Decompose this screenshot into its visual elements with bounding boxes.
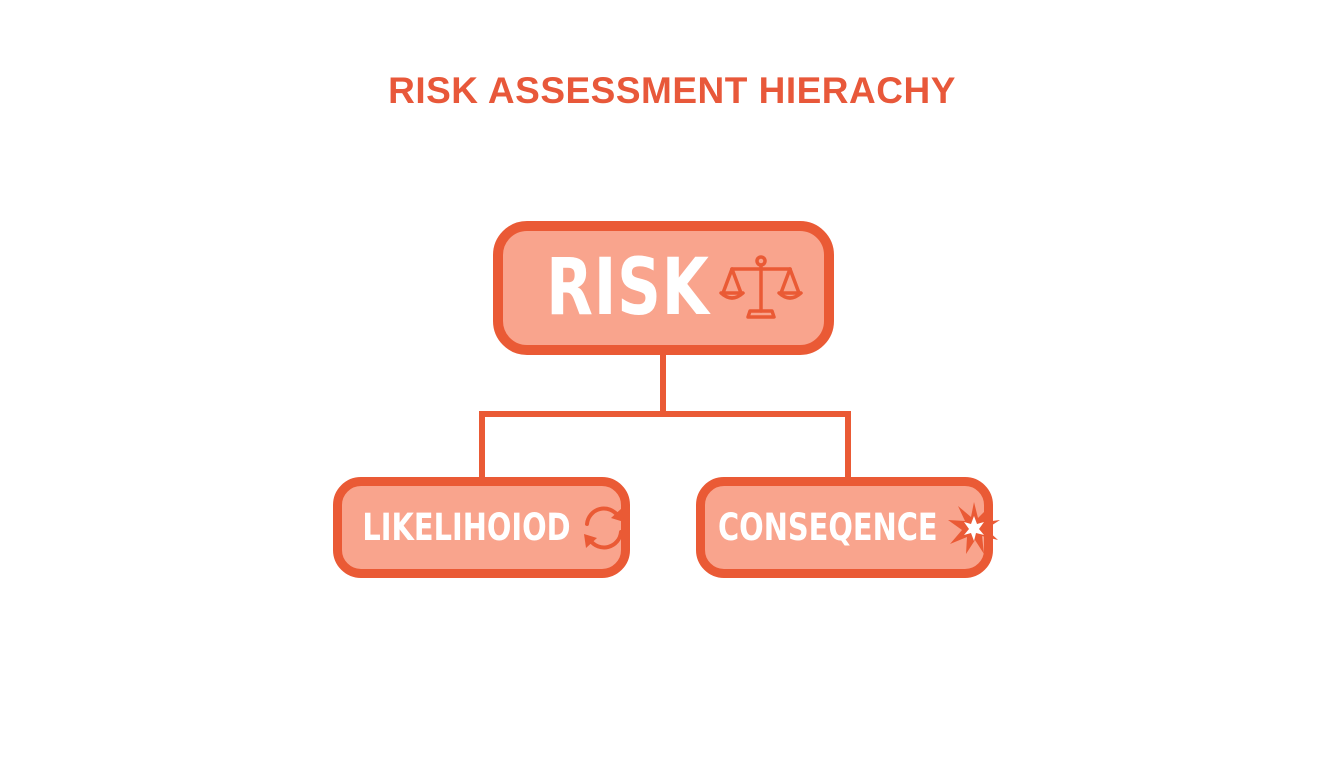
root-node-risk: RISK xyxy=(493,221,834,355)
balance-scale-icon xyxy=(719,255,804,319)
child-node-likelihood: LIKELIHOIOD xyxy=(333,477,630,578)
cycle-arrows-icon xyxy=(584,506,624,549)
consequence-label: CONSEQENCE xyxy=(717,506,938,549)
child-node-consequence: CONSEQENCE xyxy=(696,477,1001,578)
likelihood-label: LIKELIHOIOD xyxy=(362,506,571,549)
explosion-burst-icon xyxy=(948,501,1001,554)
diagram-title: RISK ASSESSMENT HIERACHY xyxy=(388,70,956,111)
root-node-label: RISK xyxy=(545,243,710,333)
